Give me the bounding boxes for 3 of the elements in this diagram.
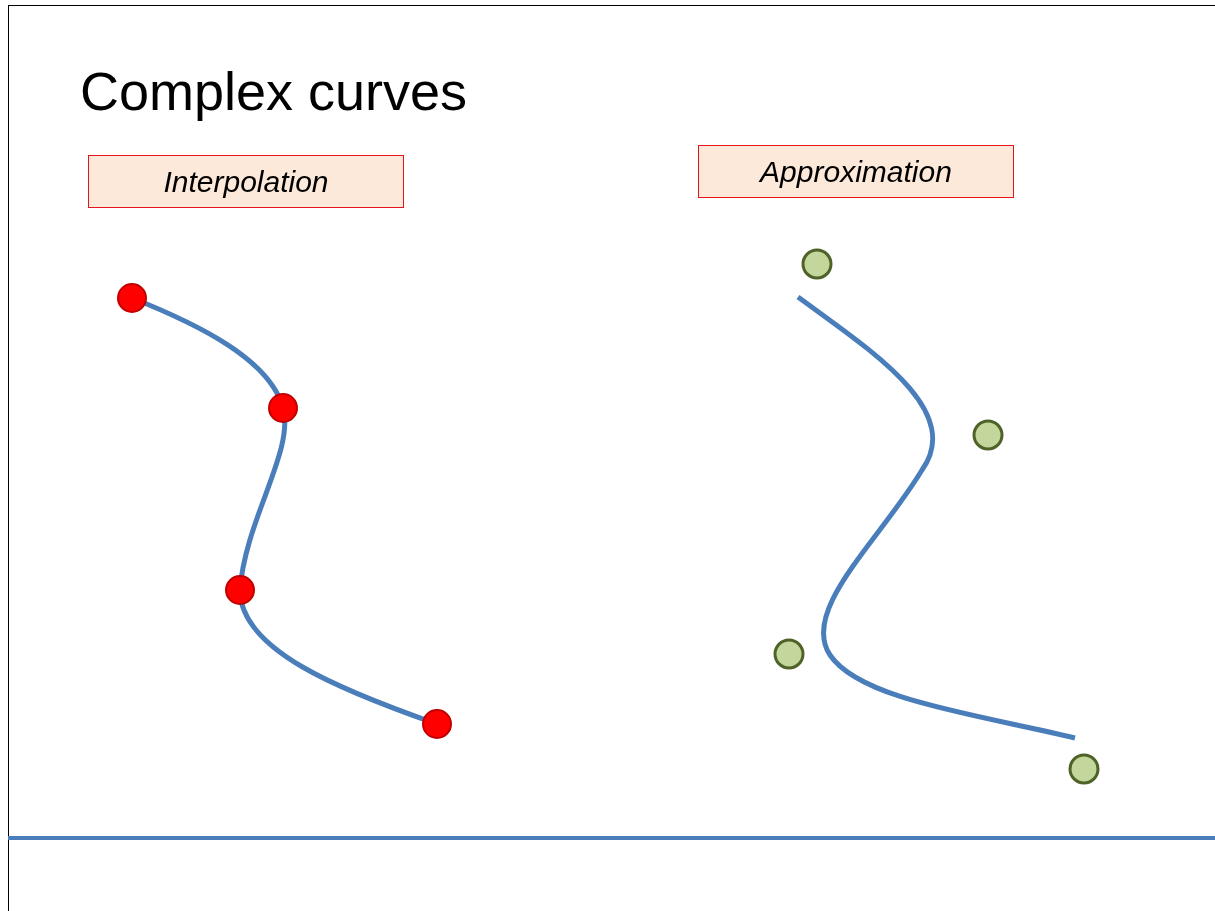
- slide-title: Complex curves: [80, 60, 468, 122]
- label-box: Approximation: [698, 145, 1014, 198]
- label-box: Interpolation: [88, 155, 404, 208]
